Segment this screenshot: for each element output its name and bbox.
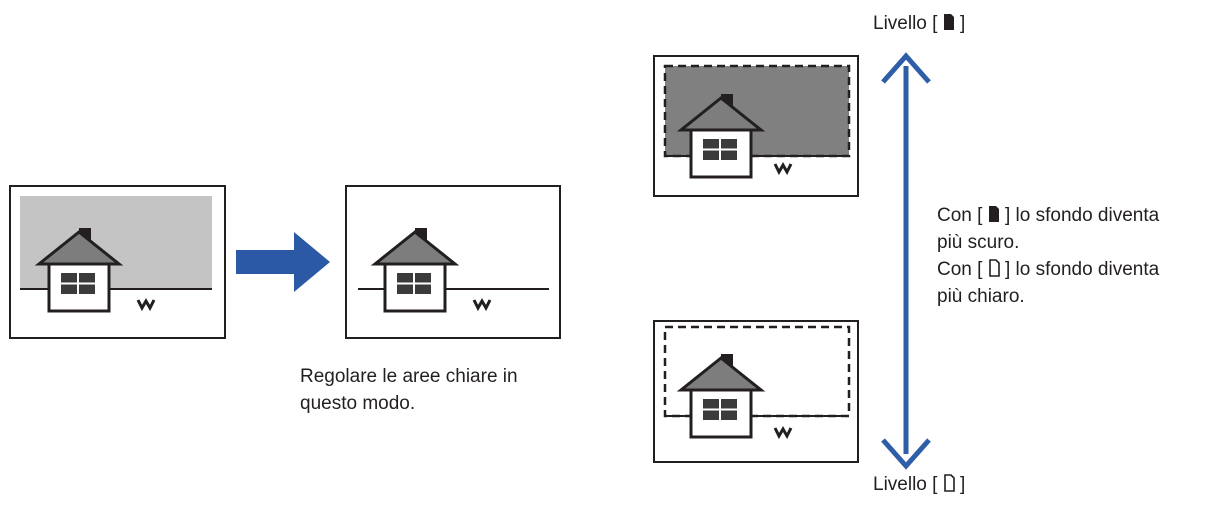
dark-page-icon	[988, 205, 1000, 223]
light-level-image	[654, 321, 858, 462]
level-top-suffix: ]	[960, 13, 965, 34]
explanation: Con [ ] lo sfondo diventa più scuro. Con…	[937, 202, 1159, 310]
light-page-icon	[988, 259, 1000, 277]
caption-line-1: Regolare le aree chiare in	[300, 363, 518, 390]
right-arrow	[236, 232, 330, 292]
vertical-double-arrow	[883, 56, 929, 466]
explanation-line-2: più scuro.	[937, 229, 1159, 256]
dark-page-icon	[943, 13, 955, 31]
explanation-line-3: Con [ ] lo sfondo diventa	[937, 256, 1159, 283]
level-bottom-suffix: ]	[960, 474, 965, 495]
explanation-line-1-suffix: ] lo sfondo diventa	[1005, 205, 1159, 226]
explanation-line-3-suffix: ] lo sfondo diventa	[1005, 259, 1159, 280]
explanation-line-3-prefix: Con [	[937, 259, 982, 280]
light-page-icon	[943, 474, 955, 492]
adjusted-image	[346, 186, 560, 338]
level-label-bottom: Livello [ ]	[873, 471, 965, 498]
caption: Regolare le aree chiare in questo modo.	[300, 363, 518, 417]
explanation-line-1-prefix: Con [	[937, 205, 982, 226]
level-label-top: Livello [ ]	[873, 10, 965, 37]
dark-level-image	[654, 56, 858, 196]
explanation-line-1: Con [ ] lo sfondo diventa	[937, 202, 1159, 229]
explanation-line-4: più chiaro.	[937, 283, 1159, 310]
level-top-prefix: Livello [	[873, 13, 937, 34]
level-bottom-prefix: Livello [	[873, 474, 937, 495]
caption-line-2: questo modo.	[300, 390, 518, 417]
original-image	[10, 186, 225, 338]
